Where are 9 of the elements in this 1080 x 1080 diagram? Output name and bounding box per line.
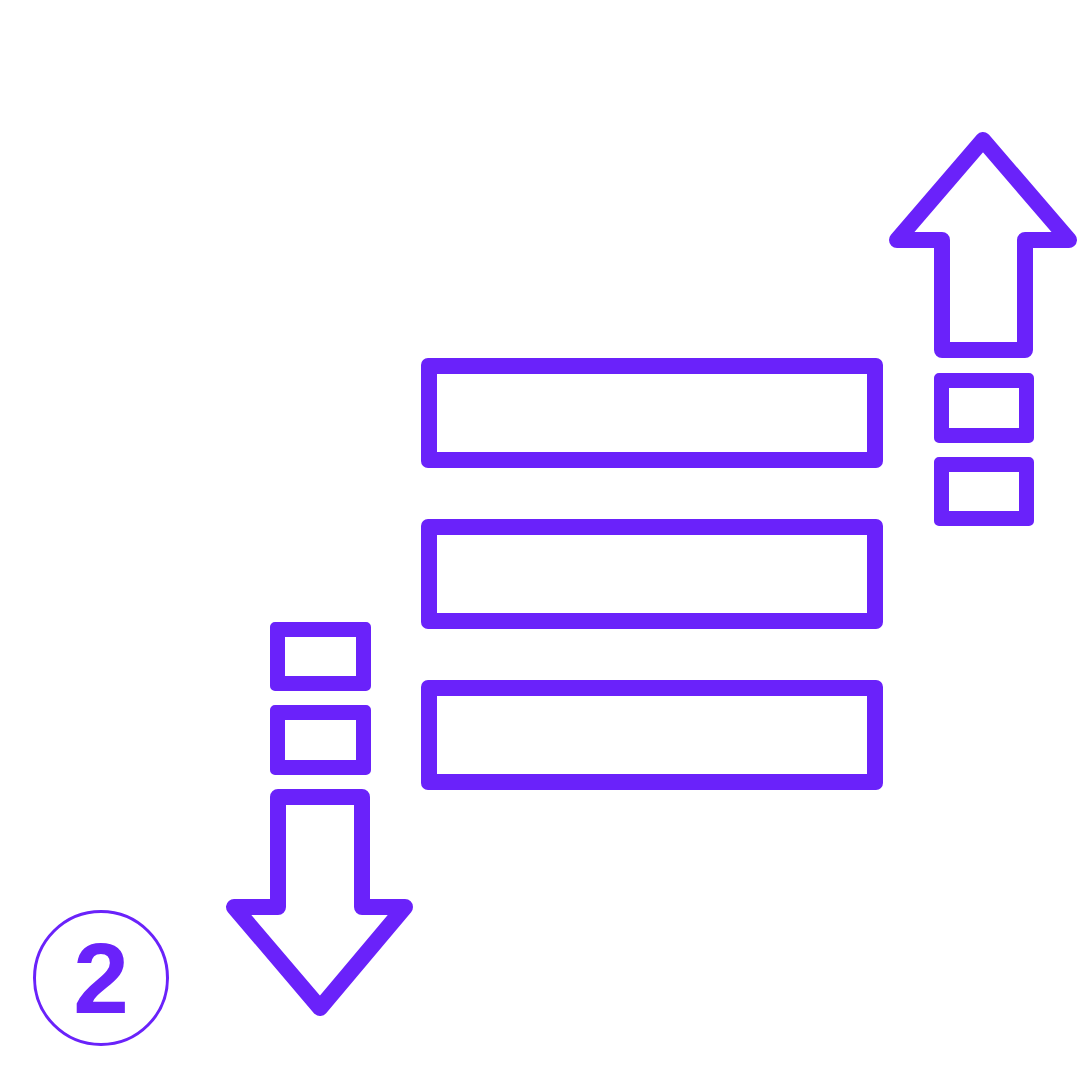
bar-outline xyxy=(421,519,883,629)
small-box-outline xyxy=(270,622,371,691)
step-number: 2 xyxy=(73,928,129,1028)
numbered-circle xyxy=(33,910,169,1046)
small-box-outline xyxy=(934,373,1034,443)
bar-outline xyxy=(421,358,883,468)
small-box-outline xyxy=(270,705,371,775)
small-box-outline xyxy=(934,457,1034,526)
bar-outline xyxy=(421,680,883,790)
